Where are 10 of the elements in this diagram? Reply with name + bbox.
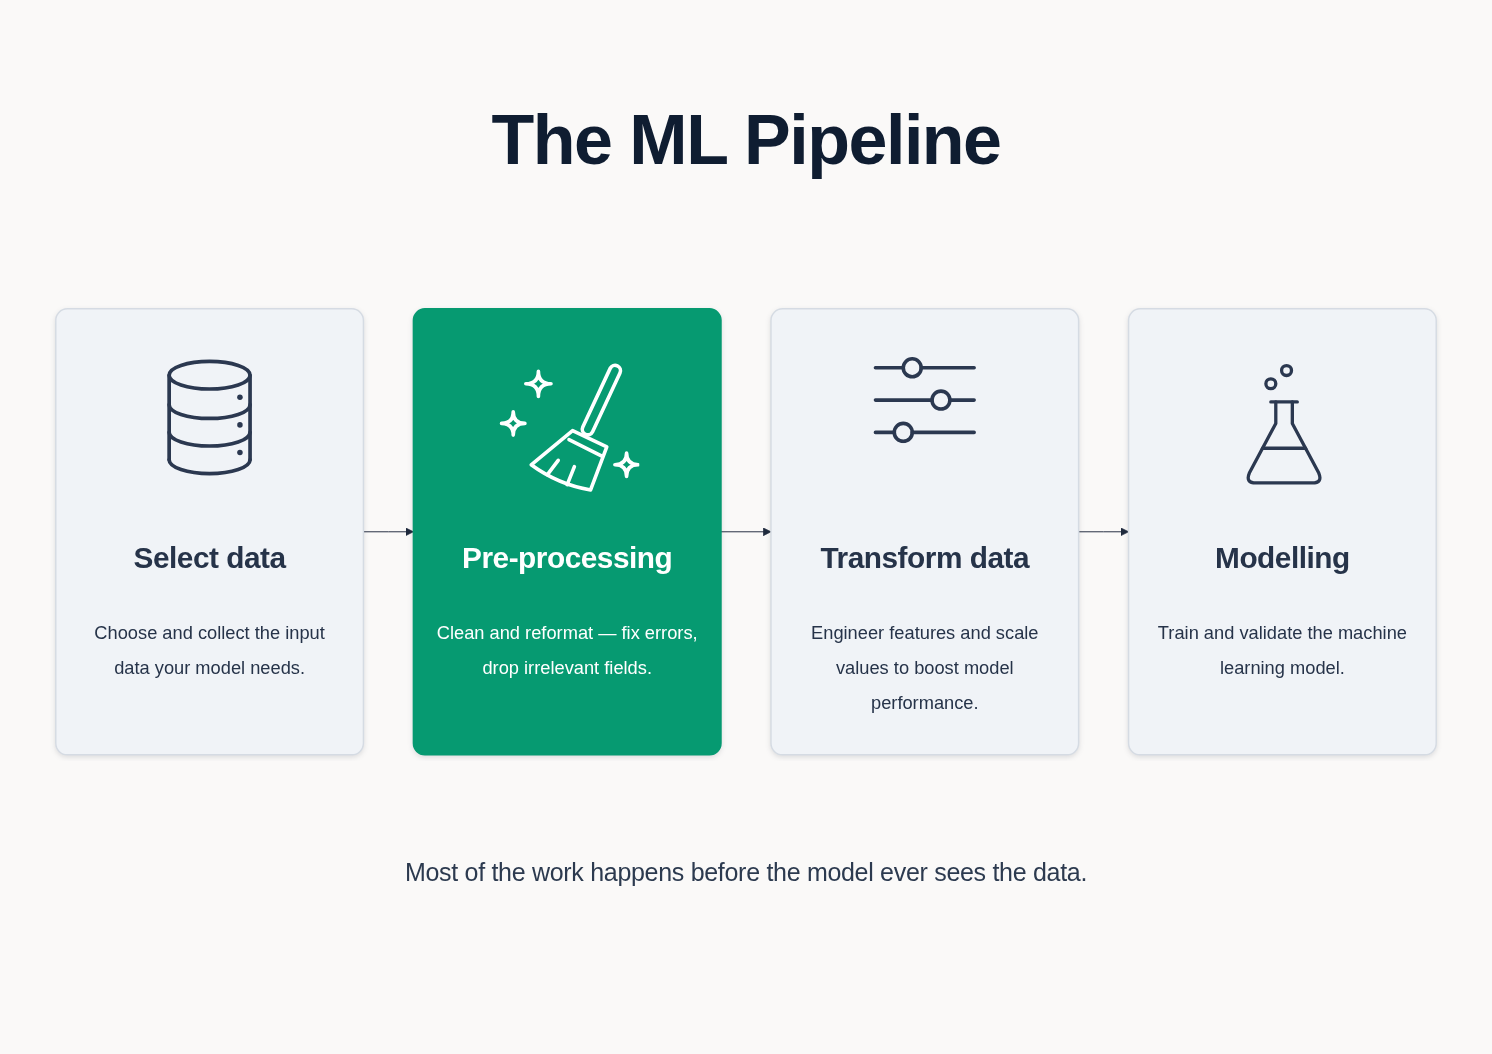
step-description: Engineer features and scale values to boost model performance. — [811, 623, 1039, 713]
step-title: Pre-processing — [462, 541, 673, 576]
step-description: Train and validate the machine learning model. — [1157, 623, 1407, 679]
step-title: Transform data — [820, 541, 1030, 576]
step-description: Choose and collect the input data your model needs. — [94, 623, 325, 679]
step-title: Modelling — [1215, 541, 1350, 576]
caption: Most of the work happens before the model ever sees the data. — [404, 858, 1088, 886]
step-description: Clean and reformat — fix errors, drop irrelevant fields. — [436, 623, 698, 679]
title: The ML Pipeline — [491, 101, 1001, 179]
step-title: Select data — [133, 541, 286, 576]
